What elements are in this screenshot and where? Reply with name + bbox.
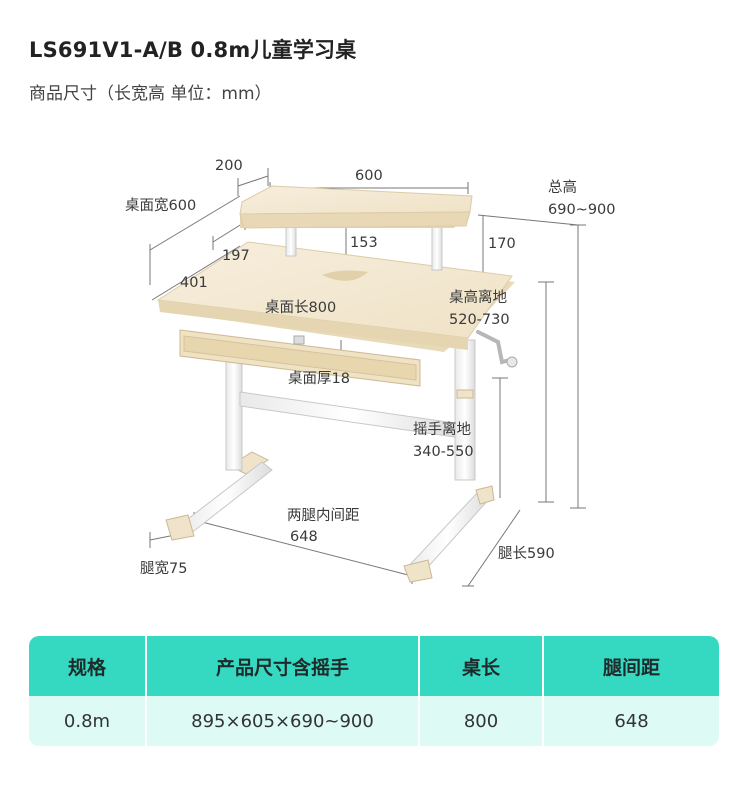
table-cell-spec: 0.8m: [29, 696, 147, 746]
label-crank-height-value: 340-550: [413, 444, 474, 460]
spec-table: 规格 产品尺寸含摇手 桌长 腿间距 0.8m 895×605×690~900 8…: [29, 636, 719, 746]
label-shelf-width: 600: [355, 168, 383, 184]
desk-dimension-diagram: 200 600 桌面宽600 总高 690~900 153 170 197 40…: [125, 158, 616, 587]
table-cell-leg-spacing: 648: [544, 696, 719, 746]
label-desk-height-value: 520-730: [449, 312, 510, 328]
label-shelf-gap: 153: [350, 235, 378, 251]
label-desk-width: 桌面宽600: [125, 197, 196, 214]
shelf: [239, 185, 473, 271]
label-leg-spacing-title: 两腿内间距: [287, 507, 360, 524]
label-desk-length: 桌面长800: [265, 299, 336, 316]
label-leg-length: 腿长590: [498, 545, 555, 562]
label-leg-width: 腿宽75: [140, 560, 187, 577]
label-inner-401: 401: [180, 275, 208, 291]
label-desk-thickness: 桌面厚18: [288, 370, 350, 387]
table-header-desk-length: 桌长: [420, 636, 544, 696]
label-desk-height-title: 桌高离地: [449, 289, 507, 306]
label-total-height-value: 690~900: [548, 202, 616, 218]
label-total-height-title: 总高: [548, 179, 577, 196]
label-shelf-height: 170: [488, 236, 516, 252]
table-header-spec: 规格: [29, 636, 147, 696]
label-crank-height-title: 摇手离地: [413, 421, 471, 438]
label-inner-197: 197: [222, 248, 250, 264]
dimension-lines: [149, 168, 586, 587]
label-shelf-depth: 200: [215, 158, 243, 174]
desk-top: [156, 241, 515, 387]
table-cell-size: 895×605×690~900: [147, 696, 420, 746]
desk-frame: [165, 330, 518, 583]
table-cell-desk-length: 800: [420, 696, 544, 746]
label-leg-spacing-value: 648: [290, 529, 318, 545]
table-header-leg-spacing: 腿间距: [544, 636, 719, 696]
dimension-labels: 200 600 桌面宽600 总高 690~900 153 170 197 40…: [125, 158, 616, 577]
table-header-size: 产品尺寸含摇手: [147, 636, 420, 696]
product-title: LS691V1-A/B 0.8m儿童学习桌: [29, 38, 357, 62]
dimension-subtitle: 商品尺寸（长宽高 单位：mm）: [29, 84, 272, 104]
